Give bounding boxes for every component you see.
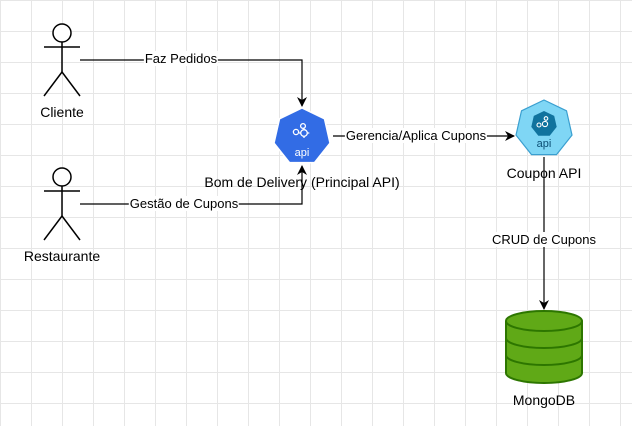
restaurante-label: Restaurante: [23, 248, 101, 264]
coupon-api-label: Coupon API: [506, 165, 582, 181]
edge-cliente-to-principal: [80, 59, 307, 107]
edge-label-gestao-cupons: Gestão de Cupons: [128, 196, 240, 211]
actor-icon: [43, 23, 81, 97]
principal-api-badge: api: [294, 147, 310, 159]
database-cylinder-icon: [505, 310, 583, 384]
kubernetes-api-icon: [273, 107, 331, 164]
mongodb-label: MongoDB: [512, 392, 576, 408]
edge-label-faz-pedidos: Faz Pedidos: [143, 51, 219, 66]
principal-api-label: Bom de Delivery (Principal API): [204, 174, 400, 190]
kubernetes-api-icon: [515, 99, 573, 156]
edge-label-gerencia-aplica: Gerencia/Aplica Cupons: [344, 128, 488, 143]
actor-icon: [43, 167, 81, 241]
cliente-label: Cliente: [40, 104, 84, 120]
coupon-api-badge: api: [536, 138, 552, 150]
edge-label-crud-cupons: CRUD de Cupons: [490, 232, 598, 247]
